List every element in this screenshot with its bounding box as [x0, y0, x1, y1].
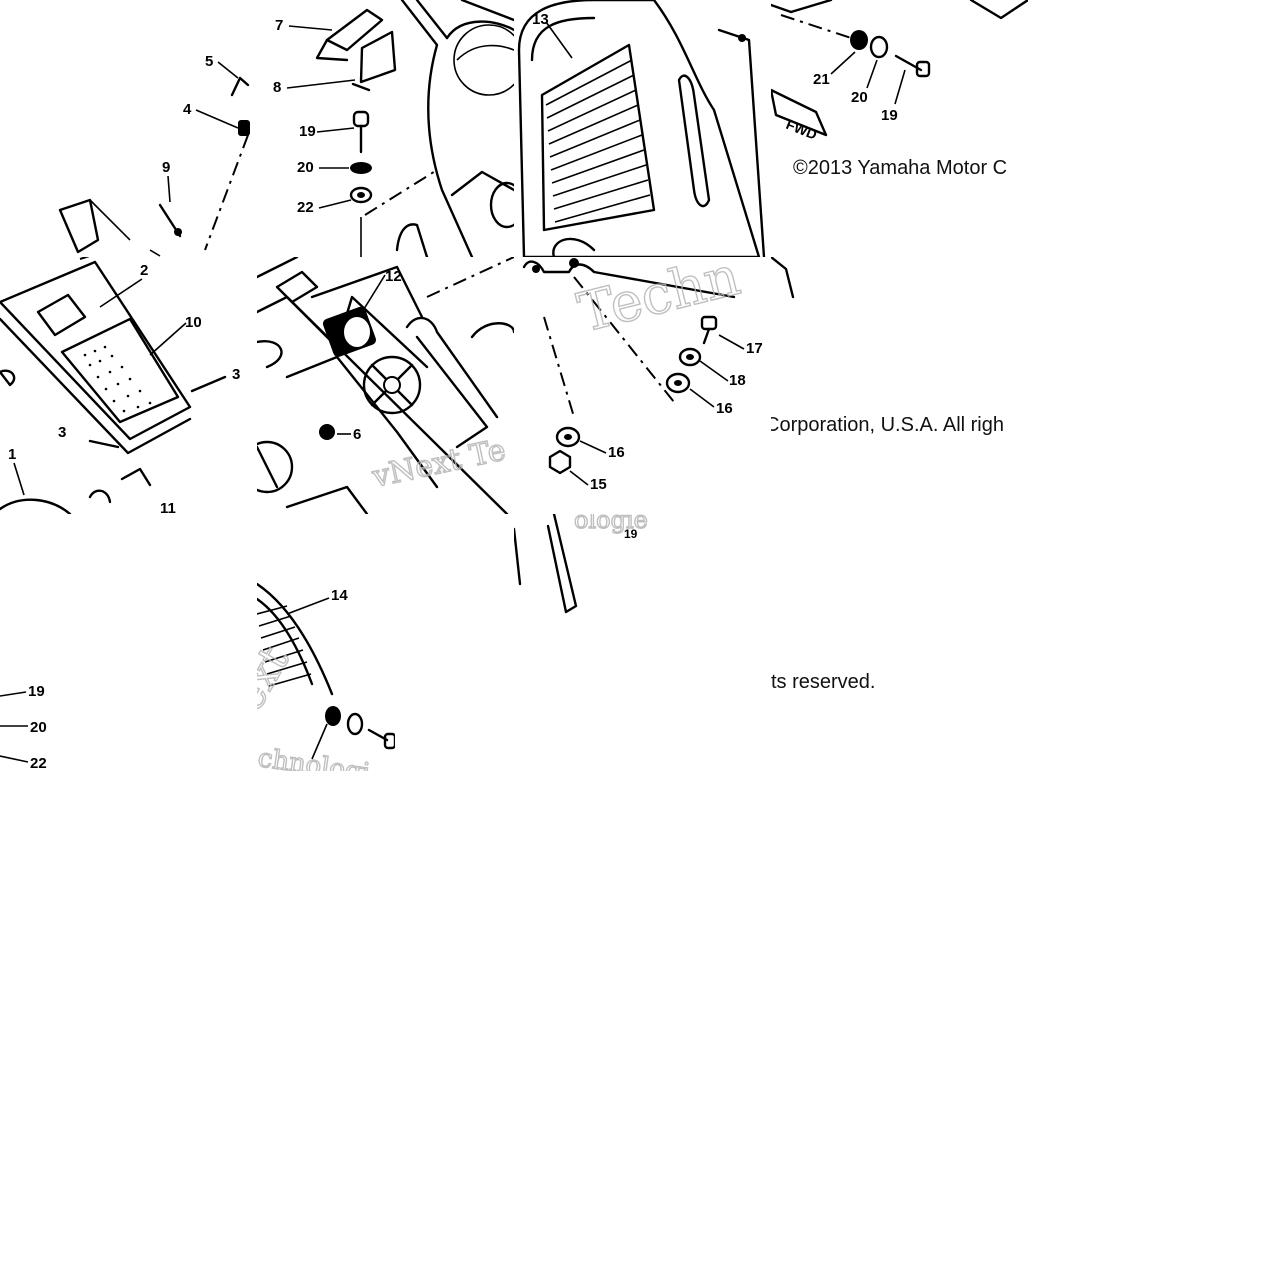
- watermark-text-ologie: ologie: [574, 514, 648, 534]
- diagram-tile-top-middle: 7 8 19 20 22: [257, 0, 514, 257]
- callout-9: 9: [162, 159, 170, 176]
- diagram-tile-top-left: 5 4 9: [0, 0, 257, 257]
- diagram-tile-top-far-right: FWD 21 20 19 ©2013 Yamaha Motor C: [771, 0, 1028, 257]
- callout-22-lower: 22: [30, 755, 47, 771]
- callout-19-bottom: 19: [624, 527, 638, 541]
- callout-2: 2: [140, 262, 148, 279]
- callout-17: 17: [746, 340, 763, 357]
- callout-5: 5: [205, 53, 213, 70]
- callout-4: 4: [183, 101, 192, 118]
- callout-14: 14: [331, 587, 348, 604]
- diagram-tile-mid-right: Techn 17 18 16 16 15: [514, 257, 771, 514]
- callout-19: 19: [299, 123, 316, 140]
- diagram-tile-bottom-right: ologie 19: [514, 514, 771, 624]
- callout-20-lower: 20: [30, 719, 47, 736]
- callout-20-right: 20: [851, 89, 868, 106]
- callout-21: 21: [813, 71, 830, 88]
- diagram-tile-mid-left: 2 10 3 3 1 11: [0, 257, 257, 514]
- callout-16-lower: 16: [608, 444, 625, 461]
- callout-6: 6: [353, 426, 361, 443]
- callout-20: 20: [297, 159, 314, 176]
- callout-1: 1: [8, 446, 16, 463]
- diagram-tile-bottom-far-right: ts reserved.: [771, 514, 1028, 771]
- callout-8: 8: [273, 79, 281, 96]
- callout-11: 11: [160, 500, 176, 514]
- copyright-line-3: ts reserved.: [771, 671, 875, 693]
- callout-18: 18: [729, 372, 746, 389]
- diagram-tile-center: 6 12 vNext Te: [257, 257, 514, 514]
- diagram-tile-top-right: 13: [514, 0, 771, 257]
- watermark-text-ext: ext: [257, 638, 298, 719]
- fwd-label: FWD: [784, 116, 820, 143]
- copyright-line-2: Corporation, U.S.A. All righ: [771, 414, 1004, 436]
- watermark-text-center: vNext Te: [368, 433, 508, 495]
- callout-19-right: 19: [881, 107, 898, 124]
- fwd-arrow-tag: FWD: [771, 88, 828, 143]
- diagram-tile-bottom-center: 14 ext chnologi: [257, 514, 395, 771]
- callout-15: 15: [590, 476, 607, 493]
- watermark-text-chnologi: chnologi: [257, 743, 372, 771]
- callout-19-lower: 19: [28, 683, 45, 700]
- callout-13: 13: [532, 11, 549, 28]
- diagram-tile-mid-far-right: Corporation, U.S.A. All righ: [771, 257, 1028, 514]
- diagram-tile-bottom-left: 19 20 22: [0, 514, 257, 771]
- copyright-line-1: ©2013 Yamaha Motor C: [793, 157, 1007, 179]
- callout-12: 12: [385, 268, 402, 285]
- watermark-text-techn: Techn: [572, 257, 746, 345]
- callout-16-upper: 16: [716, 400, 733, 417]
- callout-22: 22: [297, 199, 314, 216]
- callout-10: 10: [185, 314, 202, 331]
- callout-3-upper: 3: [232, 366, 240, 383]
- callout-7: 7: [275, 17, 283, 34]
- callout-3-lower: 3: [58, 424, 66, 441]
